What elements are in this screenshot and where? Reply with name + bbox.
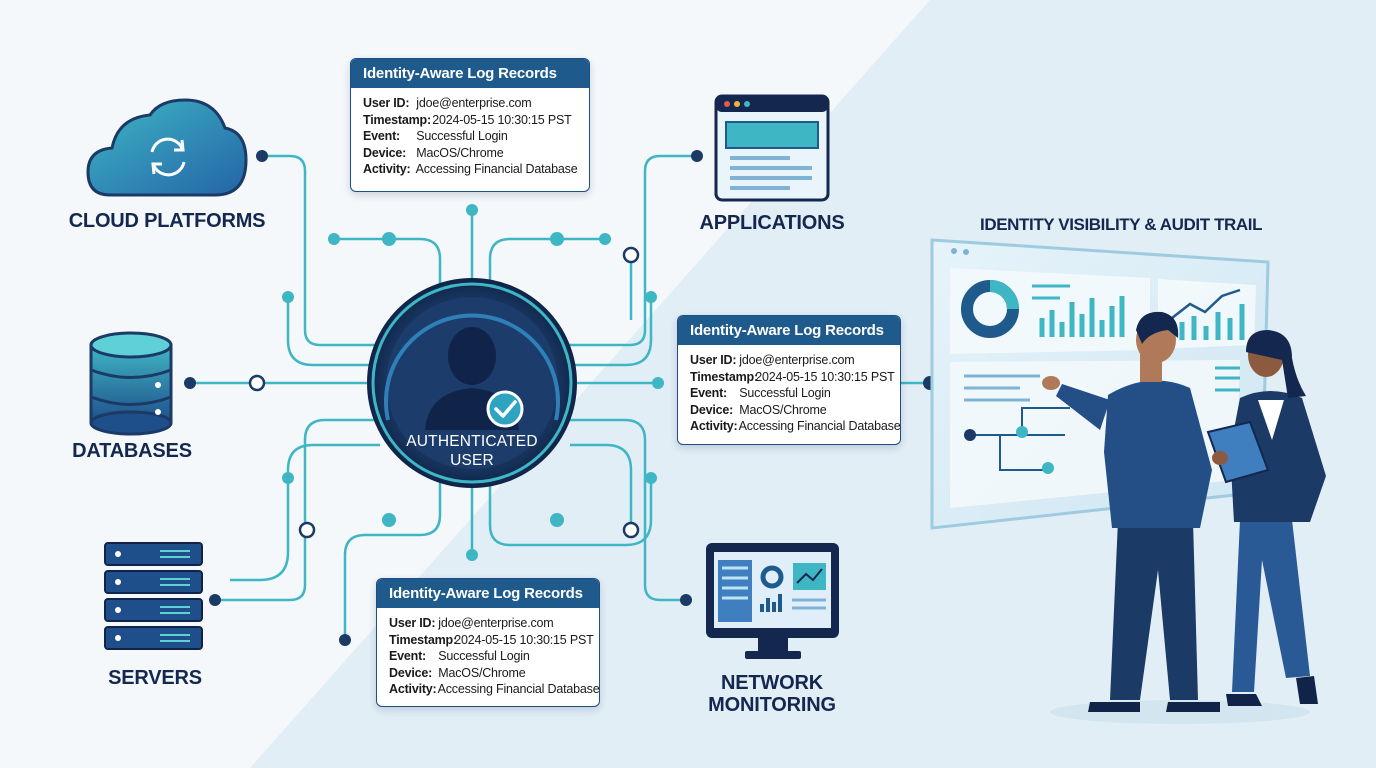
server-rack-icon: [104, 542, 203, 650]
log-key: Timestamp:: [389, 632, 457, 647]
log-row-activity: Activity: Accessing Financial Database: [351, 161, 589, 178]
log-value: Successful Login: [416, 129, 508, 143]
log-row-event: Event: Successful Login: [678, 385, 900, 402]
log-card-right: Identity-Aware Log Records User ID: jdoe…: [677, 315, 901, 445]
log-key: Timestamp:: [690, 369, 758, 384]
log-row-device: Device: MacOS/Chrome: [351, 145, 589, 162]
authenticated-user-label: AUTHENTICATED USER: [392, 432, 552, 470]
log-value: jdoe@enterprise.com: [739, 353, 855, 367]
log-row-device: Device: MacOS/Chrome: [678, 402, 900, 419]
log-card-title: Identity-Aware Log Records: [377, 579, 599, 608]
log-card-bottom: Identity-Aware Log Records User ID: jdoe…: [376, 578, 600, 707]
applications-label: APPLICATIONS: [699, 212, 845, 234]
log-value: MacOS/Chrome: [416, 145, 504, 160]
log-key: Device:: [690, 402, 734, 417]
log-value: 2024-05-15 10:30:15 PST: [755, 369, 895, 384]
log-key: User ID:: [690, 353, 737, 367]
log-value: MacOS/Chrome: [438, 665, 526, 680]
network-monitoring-label: NETWORK MONITORING: [692, 672, 852, 716]
authenticated-user-badge: [367, 278, 577, 488]
log-value: Successful Login: [438, 649, 530, 663]
analyst-woman-illustration: [1206, 330, 1326, 706]
log-value: Successful Login: [739, 386, 831, 400]
log-row-user: User ID: jdoe@enterprise.com: [351, 95, 589, 112]
log-value: Accessing Financial Database: [415, 162, 578, 176]
log-row-activity: Activity: Accessing Financial Database: [678, 418, 900, 435]
log-row-event: Event: Successful Login: [377, 648, 599, 665]
dashboard-title: IDENTITY VISIBILITY & AUDIT TRAIL: [980, 215, 1263, 234]
log-key: User ID:: [389, 616, 436, 630]
log-key: Event:: [363, 129, 401, 143]
log-value: Accessing Financial Database: [738, 419, 901, 433]
log-row-activity: Activity: Accessing Financial Database: [377, 681, 599, 698]
log-key: Event:: [690, 386, 728, 400]
log-key: Timestamp:: [363, 112, 431, 127]
log-row-user: User ID: jdoe@enterprise.com: [678, 352, 900, 369]
connection-lines: [190, 154, 930, 640]
log-row-event: Event: Successful Login: [351, 128, 589, 145]
log-value: jdoe@enterprise.com: [416, 96, 532, 110]
log-value: 2024-05-15 10:30:15 PST: [432, 112, 572, 127]
network-label-line1: NETWORK: [721, 672, 823, 694]
log-value: Accessing Financial Database: [437, 682, 600, 696]
database-icon: [89, 331, 173, 436]
log-value: MacOS/Chrome: [739, 402, 827, 417]
servers-label: SERVERS: [108, 667, 202, 689]
log-value: jdoe@enterprise.com: [438, 616, 554, 630]
log-row-timestamp: Timestamp: 2024-05-15 10:30:15 PST: [351, 112, 589, 129]
log-key: User ID:: [363, 96, 410, 110]
auth-label-line2: USER: [450, 452, 494, 469]
application-window-icon: [714, 94, 830, 202]
log-row-timestamp: Timestamp: 2024-05-15 10:30:15 PST: [678, 369, 900, 386]
log-card-title: Identity-Aware Log Records: [678, 316, 900, 345]
databases-label: DATABASES: [72, 440, 192, 462]
log-key: Device:: [363, 145, 407, 160]
check-icon: [486, 390, 524, 428]
log-value: 2024-05-15 10:30:15 PST: [454, 632, 594, 647]
log-row-device: Device: MacOS/Chrome: [377, 665, 599, 682]
log-key: Activity:: [389, 682, 437, 696]
log-key: Device:: [389, 665, 433, 680]
log-key: Event:: [389, 649, 427, 663]
log-row-timestamp: Timestamp: 2024-05-15 10:30:15 PST: [377, 632, 599, 649]
log-key: Activity:: [363, 162, 411, 176]
log-card-title: Identity-Aware Log Records: [351, 59, 589, 88]
log-row-user: User ID: jdoe@enterprise.com: [377, 615, 599, 632]
network-monitor-icon: [706, 543, 839, 659]
audit-dashboard-panel: [930, 238, 1270, 530]
connection-nodes: [282, 204, 664, 561]
cloud-platforms-label: CLOUD PLATFORMS: [68, 210, 266, 232]
log-card-top: Identity-Aware Log Records User ID: jdoe…: [350, 58, 590, 192]
cloud-icon: [86, 98, 248, 197]
network-label-line2: MONITORING: [708, 694, 836, 716]
auth-label-line1: AUTHENTICATED: [406, 433, 538, 450]
log-key: Activity:: [690, 419, 738, 433]
